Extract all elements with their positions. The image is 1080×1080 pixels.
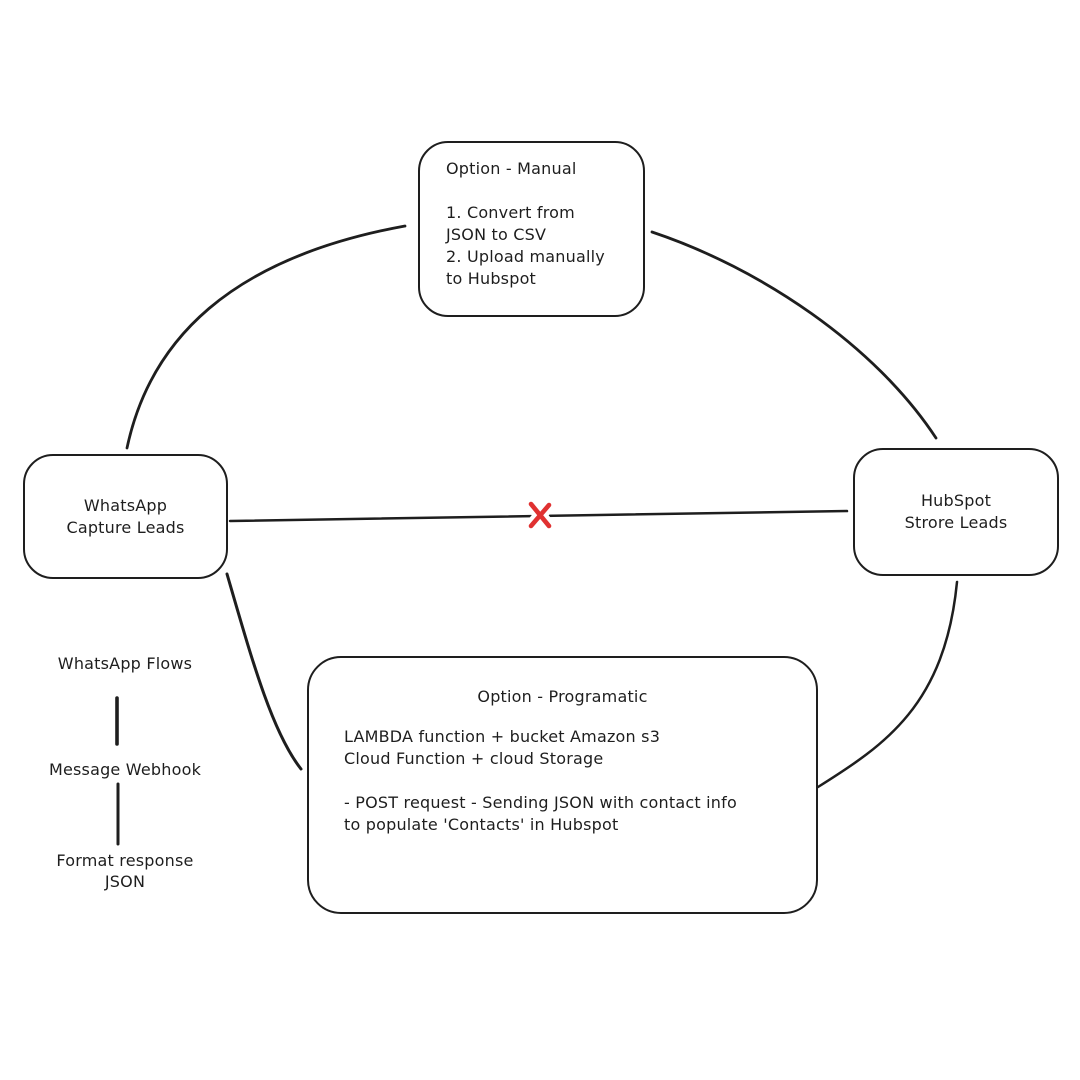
manual-step-line: to Hubspot: [446, 269, 537, 288]
arrow-whatsapp-to-manual: [125, 226, 407, 450]
whatsapp-label-line: Capture Leads: [66, 517, 185, 537]
rejected-cross-icon: [524, 497, 556, 533]
programatic-line: LAMBDA function + bucket Amazon s3: [344, 727, 661, 746]
programatic-title: Option - Programatic: [477, 687, 648, 706]
programatic-line: - POST request - Sending JSON with conta…: [344, 793, 737, 812]
node-option-programatic: Option - Programatic LAMBDA function + b…: [307, 656, 818, 914]
programatic-line: to populate 'Contacts' in Hubspot: [344, 815, 619, 834]
manual-step-line: JSON to CSV: [446, 225, 547, 244]
manual-step-line: 2. Upload manually: [446, 247, 605, 266]
hubspot-label-line: Strore Leads: [904, 513, 1008, 532]
side-step-message-webhook: Message Webhook: [48, 760, 202, 779]
side-step-whatsapp-flows: WhatsApp Flows: [57, 654, 193, 673]
arrow-manual-to-hubspot: [650, 230, 938, 440]
node-option-manual: Option - Manual 1. Convert from JSON to …: [418, 141, 645, 317]
arrow-whatsapp-to-programatic: [225, 572, 303, 771]
whatsapp-label-line: WhatsApp: [83, 495, 168, 515]
format-response-line: Format response: [56, 851, 194, 870]
manual-step-line: 1. Convert from: [446, 203, 575, 222]
manual-title: Option - Manual: [446, 159, 577, 178]
arrow-programatic-to-hubspot: [816, 580, 957, 789]
node-hubspot-store-leads: HubSpot Strore Leads: [853, 448, 1059, 576]
programatic-body: LAMBDA function + bucket Amazon s3 Cloud…: [309, 726, 816, 836]
side-step-format-response: Format response JSON: [20, 850, 230, 892]
hubspot-label-line: HubSpot: [920, 491, 992, 510]
format-response-line: JSON: [104, 872, 146, 891]
node-whatsapp-capture-leads: WhatsApp Capture Leads: [23, 454, 228, 579]
programatic-line: Cloud Function + cloud Storage: [344, 749, 604, 768]
